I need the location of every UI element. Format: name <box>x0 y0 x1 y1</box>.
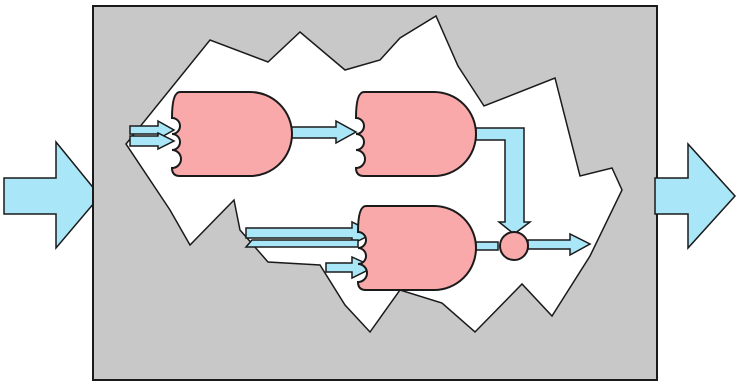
connections <box>129 119 592 280</box>
big-input-arrow <box>3 139 101 251</box>
arrow-gate1-gate2 <box>289 119 358 145</box>
and-gate-3 <box>356 205 477 291</box>
and-gate-1 <box>170 91 293 177</box>
summing-junction <box>499 231 529 261</box>
arrow-input-gate3-middle <box>244 239 359 248</box>
arrow-input-gate1-top <box>129 119 176 141</box>
arrow-input-gate1-bottom <box>129 131 176 151</box>
arrow-input-gate3-top <box>245 220 376 246</box>
arrow-gate3-junction <box>475 241 499 251</box>
and-gate-2 <box>354 91 477 177</box>
arrow-junction-output <box>527 232 592 257</box>
arrow-gate2-junction <box>475 127 533 235</box>
big-output-arrow <box>654 142 737 250</box>
